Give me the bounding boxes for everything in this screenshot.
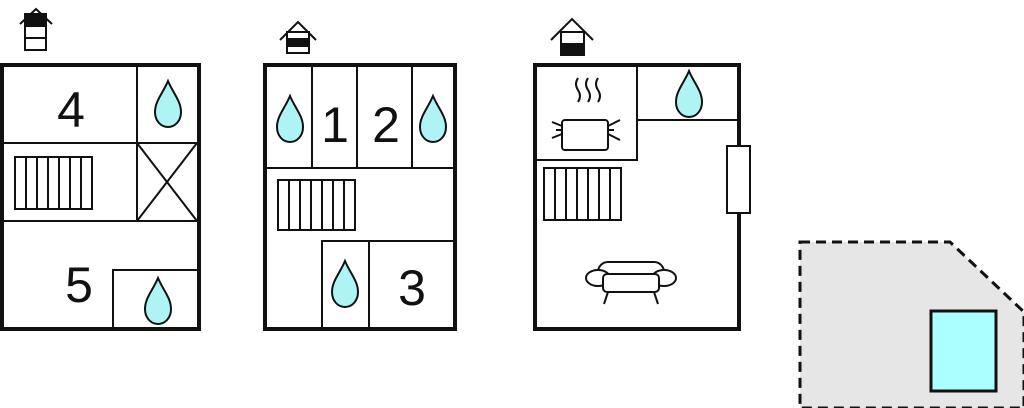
- room-number-label: 4: [57, 82, 85, 138]
- room-number-label: 2: [372, 97, 400, 153]
- room-number-label: 3: [398, 260, 426, 316]
- house-level-top-icon: [19, 7, 53, 51]
- cooking-pot-icon: [551, 77, 621, 151]
- house-level-middle-icon: [279, 20, 317, 54]
- stairs-icon: [543, 167, 622, 221]
- room-number-label: 1: [321, 97, 349, 153]
- stairs-icon: [14, 156, 93, 210]
- stairs-icon: [277, 179, 356, 231]
- outdoor-terrace: [798, 240, 1024, 408]
- floor-plan-ground-level: [533, 17, 751, 331]
- pool-icon: [929, 309, 998, 393]
- floor-plan-middle-level: 1 2 3: [263, 20, 457, 331]
- sofa-icon: [585, 261, 677, 305]
- cross-icon: [136, 142, 198, 222]
- fireplace-icon: [726, 145, 751, 214]
- room-number-label: 5: [65, 257, 93, 313]
- house-level-ground-icon: [550, 17, 594, 56]
- floor-plan-top-level: 4 5: [0, 7, 201, 331]
